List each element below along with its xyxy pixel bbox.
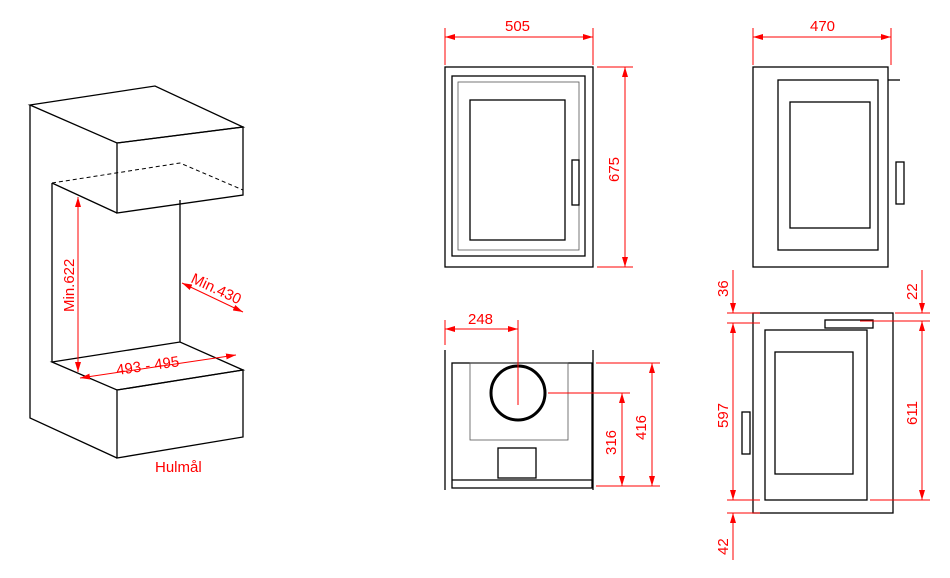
niche-width-label: 493 - 495 — [115, 353, 180, 379]
door-height-label: 597 — [715, 403, 732, 428]
flue-offset-label: 248 — [468, 311, 493, 328]
front-view-drawing: 505 675 — [444, 18, 633, 268]
side-view-drawing: 470 — [752, 18, 905, 268]
total-height-label: 416 — [633, 415, 650, 440]
niche-caption: Hulmål — [155, 459, 202, 476]
min-height-label: Min.622 — [61, 259, 78, 312]
front-height-label: 675 — [606, 157, 623, 182]
min-depth-label: Min.430 — [188, 270, 244, 308]
top-offset-right-label: 22 — [904, 283, 921, 300]
side-section-drawing: 36 597 42 22 611 — [715, 270, 930, 560]
top-view-drawing: 248 316 416 — [444, 311, 660, 490]
front-width-label: 505 — [505, 18, 530, 35]
side-width-label: 470 — [810, 18, 835, 35]
bottom-offset-label: 42 — [715, 538, 732, 555]
top-offset-left-label: 36 — [715, 280, 732, 297]
flue-height-label: 316 — [603, 430, 620, 455]
inner-height-label: 611 — [904, 401, 921, 425]
isometric-niche-drawing: Min.622 Min.430 493 - 495 Hulmål — [27, 85, 246, 476]
